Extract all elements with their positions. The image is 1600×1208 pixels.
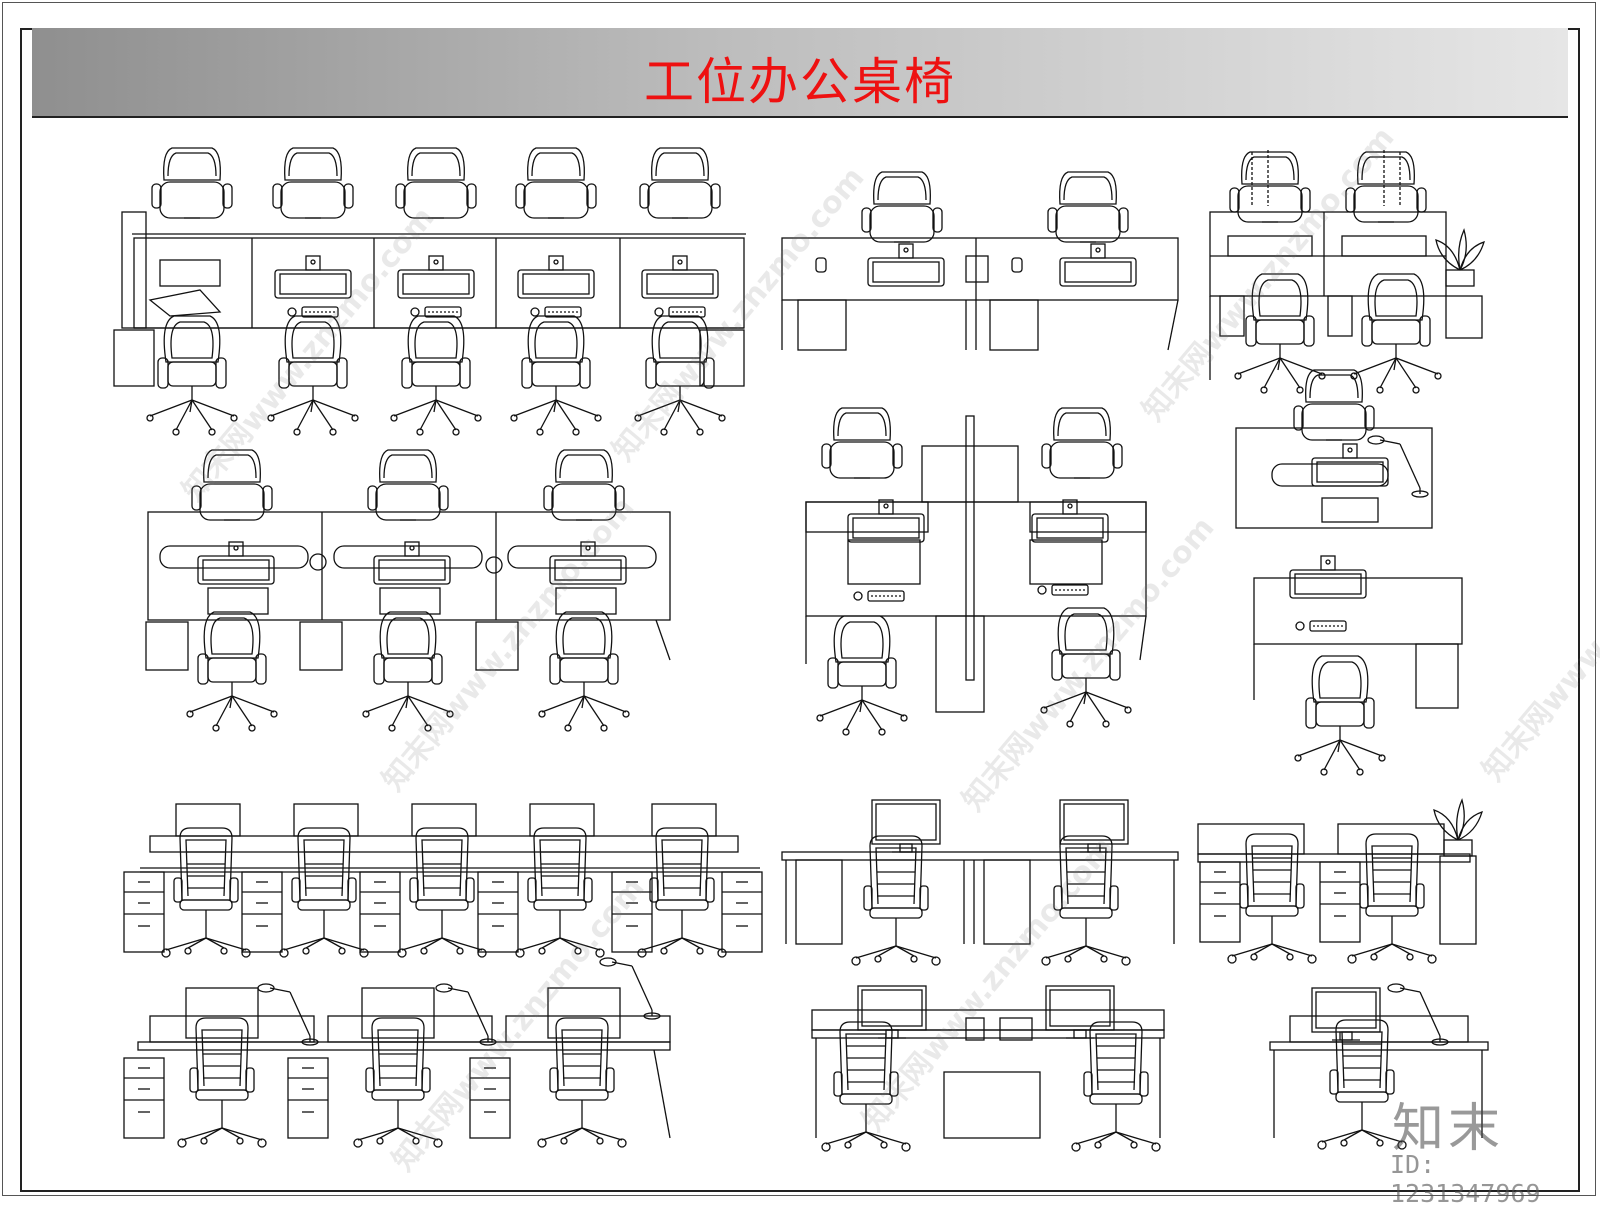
office-chair-icon <box>397 827 487 958</box>
monitor-icon <box>397 255 475 299</box>
desk-2-elevation <box>781 799 1179 966</box>
office-chair-icon <box>515 147 597 219</box>
monitor-icon <box>1031 499 1109 543</box>
office-chair-icon <box>272 147 354 219</box>
id-label: ID: 1231347969 <box>1390 1150 1541 1208</box>
office-chair-icon <box>390 315 482 436</box>
office-chair-icon <box>1234 273 1326 394</box>
monitor-icon <box>549 541 627 585</box>
monitor-icon <box>871 799 941 853</box>
office-chair-icon <box>515 827 605 958</box>
office-chair-icon <box>1041 835 1131 966</box>
office-chair-icon <box>537 1017 627 1148</box>
desk-2-mesh-elevation <box>1197 799 1483 964</box>
office-chair-icon <box>821 407 903 479</box>
monitor-icon <box>847 499 925 543</box>
office-chair-icon <box>538 611 630 732</box>
desk-l-shape-elevation <box>811 985 1165 1152</box>
office-chair-icon <box>851 835 941 966</box>
office-chair-icon <box>395 147 477 219</box>
title-bar: 工位办公桌椅 <box>32 28 1568 118</box>
potted-plant-icon <box>1433 799 1483 857</box>
desk-lamp-icon <box>1387 983 1449 1046</box>
office-chair-icon <box>177 1017 267 1148</box>
office-chair-icon <box>639 147 721 219</box>
desk-lamp-icon <box>1367 435 1429 498</box>
office-chair-icon <box>1071 1021 1161 1152</box>
office-chair-icon <box>510 315 602 436</box>
desk-single-elevation <box>1269 983 1489 1150</box>
drawer-cabinet-icon <box>477 871 519 953</box>
office-chair-icon <box>1041 407 1123 479</box>
bench-3-elevation <box>123 957 671 1148</box>
desk-facing-top-view <box>1235 369 1463 776</box>
monitor-icon <box>1059 243 1137 287</box>
drawer-cabinet-icon <box>241 871 283 953</box>
office-chair-icon <box>267 315 359 436</box>
drawer-cabinet-icon <box>287 1057 329 1139</box>
drawer-cabinet-icon <box>1199 861 1241 943</box>
drawer-cabinet-icon <box>123 1057 165 1139</box>
drawer-cabinet-icon <box>123 871 165 953</box>
monitor-icon <box>1311 443 1389 487</box>
monitor-icon <box>517 255 595 299</box>
drawer-cabinet-icon <box>721 871 763 953</box>
desk-lamp-icon <box>257 983 319 1046</box>
drawer-cabinet-icon <box>611 871 653 953</box>
office-chair-icon <box>634 315 726 436</box>
monitor-icon <box>1045 985 1115 1039</box>
monitor-icon <box>197 541 275 585</box>
keyboard-icon <box>1295 620 1347 632</box>
office-chair-icon <box>861 171 943 243</box>
monitor-icon <box>641 255 719 299</box>
drawer-cabinet-icon <box>359 871 401 953</box>
office-chair-icon <box>1293 369 1375 441</box>
office-chair-icon <box>1350 273 1442 394</box>
brand-logo-text: 知末 <box>1392 1099 1505 1159</box>
monitor-icon <box>1059 799 1129 853</box>
monitor-icon <box>274 255 352 299</box>
office-chair-icon <box>821 1021 911 1152</box>
office-chair-icon <box>161 827 251 958</box>
monitor-icon <box>373 541 451 585</box>
keyboard-icon <box>1037 584 1089 596</box>
office-chair-icon <box>1227 833 1317 964</box>
office-chair-icon <box>353 1017 443 1148</box>
office-chair-icon <box>1047 171 1129 243</box>
potted-plant-icon <box>1435 229 1485 287</box>
desk-2-mesh-top-view <box>1209 150 1485 394</box>
office-chair-icon <box>816 615 908 736</box>
keyboard-icon <box>853 590 905 602</box>
office-chair-icon <box>186 611 278 732</box>
office-chair-icon <box>279 827 369 958</box>
office-chair-icon <box>1294 655 1386 776</box>
office-chair-icon <box>362 611 454 732</box>
desk-lamp-icon <box>435 983 497 1046</box>
drawer-cabinet-icon <box>1319 861 1361 943</box>
bench-5-top-view <box>113 147 746 436</box>
page-title: 工位办公桌椅 <box>644 53 956 111</box>
office-chair-icon <box>191 449 273 521</box>
drawer-cabinet-icon <box>469 1057 511 1139</box>
monitor-icon <box>867 243 945 287</box>
monitor-icon <box>1289 555 1367 599</box>
desk-l-shape-top-view <box>805 407 1147 736</box>
bench-5-elevation <box>123 803 763 958</box>
office-chair-icon <box>543 449 625 521</box>
bench-3-top-view <box>145 449 671 732</box>
desk-2-top-view <box>781 171 1179 351</box>
office-chair-icon <box>1040 607 1132 728</box>
office-chair-icon <box>1347 833 1437 964</box>
office-chair-icon <box>146 315 238 436</box>
office-chair-icon <box>367 449 449 521</box>
office-chair-icon <box>151 147 233 219</box>
